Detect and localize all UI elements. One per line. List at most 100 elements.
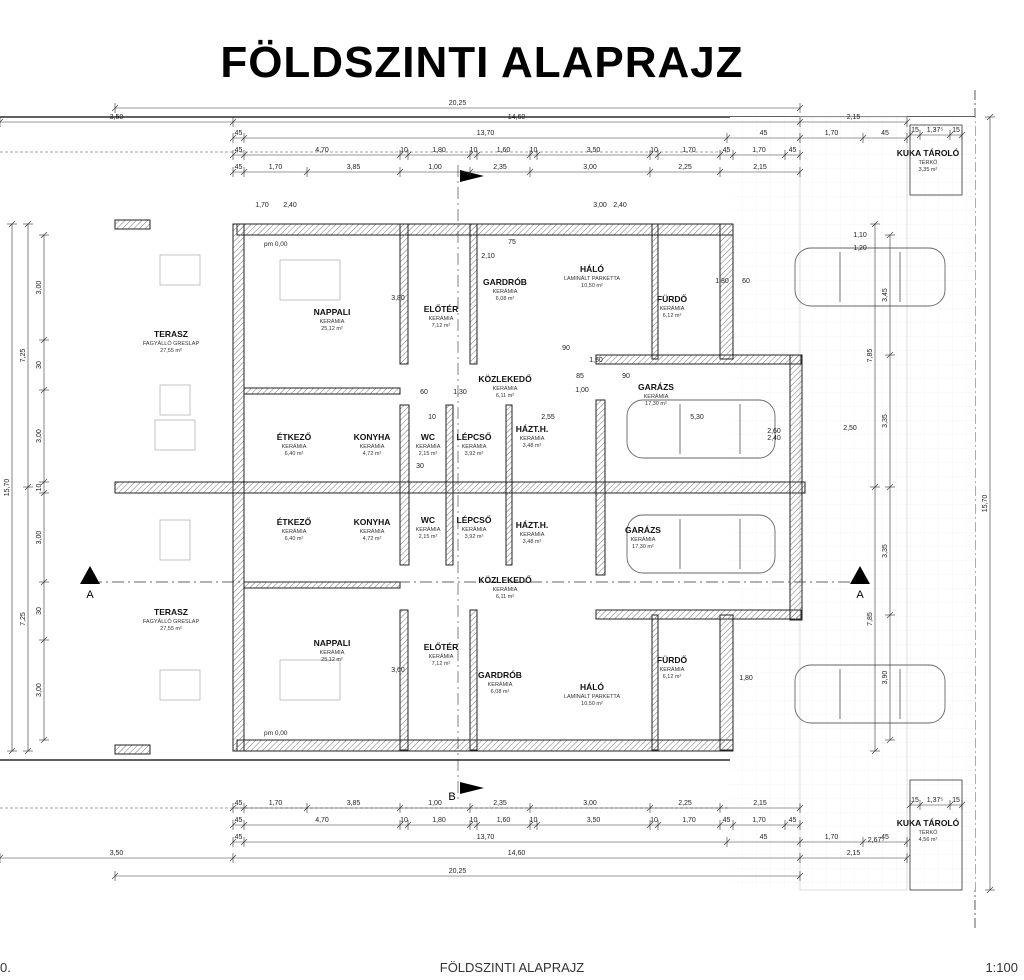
page-title: FÖLDSZINTI ALAPRAJZ (220, 38, 744, 87)
dim-row-d-bot-label: 45 (235, 800, 243, 807)
dim-misc-label: 1,10 (853, 232, 867, 239)
walls (114, 219, 806, 755)
dim-right-sub-label: 3,90 (882, 671, 889, 685)
room-material: KERÁMIA (462, 443, 487, 450)
dim-misc-label: 5,30 (690, 414, 704, 421)
room-area: 27,55 m² (160, 626, 182, 632)
room-name: NAPPALI (314, 307, 351, 317)
dim-row-b-top-label: 1,70 (825, 130, 839, 137)
dim-left-total-label: 15,70 (4, 479, 11, 497)
dim-row-c-bot-label: 45 (789, 817, 797, 824)
room-material: LAMINÁLT PARKETTA (564, 275, 620, 282)
level-mark-bottom: pm 0,00 (264, 730, 288, 737)
dim-misc-label: 2,40 (283, 202, 297, 209)
dim-misc-label: 1,30 (453, 389, 467, 396)
room-area: 6,12 m² (663, 313, 682, 319)
dim-right-half-label: 7,85 (867, 612, 874, 626)
room-area: 3,48 m² (523, 539, 542, 545)
dim-row-c-bot-label: 45 (235, 817, 243, 824)
dim-misc-label: 85 (576, 373, 584, 380)
dim-misc-label: 30 (416, 463, 424, 470)
dim-row-d-bot-label: 2,35 (493, 800, 507, 807)
dim-row-c-bot-label: 4,70 (315, 817, 329, 824)
dim-misc-label: 1,80 (715, 278, 729, 285)
room-material: KERÁMIA (360, 443, 385, 450)
dim-row-c-top-label: 1,80 (432, 147, 446, 154)
room-area: 3,92 m² (465, 534, 484, 540)
terrace-furniture (154, 254, 341, 701)
room-name: TERASZ (154, 329, 188, 339)
room-material: TÉRKŐ (919, 829, 939, 836)
dim-row-d-bot-label: 3,85 (347, 800, 361, 807)
room-material: TÉRKŐ (919, 159, 939, 166)
level-mark-top: pm 0,00 (264, 241, 288, 248)
dim-row-c-top-label: 3,50 (587, 147, 601, 154)
dim-row-d-top-label: 2,15 (753, 164, 767, 171)
footer-fragment: 0. (0, 960, 11, 975)
room-name: HÁLÓ (580, 263, 604, 274)
dim-kuka-bot-label: 15 (952, 797, 960, 804)
room-material: KERÁMIA (493, 288, 518, 295)
dim-row-a-bot-label: 2,15 (847, 850, 861, 857)
dim-row-a-bot-label: 3,50 (110, 850, 124, 857)
dim-row-c-bot-label: 1,70 (682, 817, 696, 824)
room-material: FAGYÁLLÓ GRESLAP (143, 618, 200, 625)
room-name: GARÁZS (625, 525, 661, 535)
dim-misc-label: 3,60 (391, 667, 405, 674)
room-material: KERÁMIA (416, 443, 441, 450)
dim-row-d-bot-label: 3,00 (583, 800, 597, 807)
dim-misc-label: 1,20 (853, 245, 867, 252)
dim-left-sub-label: 3,00 (36, 281, 43, 295)
dim-left-half-label: 7,25 (20, 612, 27, 626)
dim-row-b-bot-label: 13,70 (477, 834, 495, 841)
room-material: KERÁMIA (644, 393, 669, 400)
dim-misc-label: 2,40 (767, 435, 781, 442)
room-area: 7,12 m² (432, 323, 451, 329)
dim-kuka-bot-label: 1,37⁵ (927, 797, 944, 804)
dim-misc-label: 75 (508, 239, 516, 246)
room-area: 17,30 m² (632, 544, 654, 550)
dim-row-a-top-tick (0, 118, 4, 123)
room-name: ÉTKEZŐ (277, 431, 312, 442)
dim-kuka-top-label: 15 (952, 127, 960, 134)
dim-right-sub-label: 3,35 (882, 414, 889, 428)
room-name: HÁZT.H. (516, 424, 549, 434)
dim-row-d-bot-label: 2,25 (678, 800, 692, 807)
room-name: KUKA TÁROLÓ (897, 147, 960, 158)
dim-row-c-top-label: 1,70 (682, 147, 696, 154)
dim-misc-label: 1,00 (575, 387, 589, 394)
dim-right-sub-label: 3,35 (882, 544, 889, 558)
dim-misc-label: 1,60 (589, 357, 603, 364)
dim-left-sub-label: 10 (36, 484, 43, 492)
dimension-lines (0, 103, 995, 894)
room-area: 6,40 m² (285, 536, 304, 542)
room-area: 3,35 m² (919, 167, 938, 173)
room-name: WC (421, 432, 435, 442)
room-area: 4,72 m² (363, 536, 382, 542)
room-area: 10,50 m² (581, 701, 603, 707)
room-material: KERÁMIA (320, 649, 345, 656)
room-name: KÖZLEKEDŐ (478, 373, 532, 384)
dim-row-c-top-label: 10 (650, 147, 658, 154)
room-name: GARDRÓB (478, 669, 522, 680)
dim-left-sub-label: 3,00 (36, 429, 43, 443)
room-name: NAPPALI (314, 638, 351, 648)
dim-misc-label: 10 (428, 414, 436, 421)
dim-row-c-bot-label: 45 (723, 817, 731, 824)
car-icon (626, 247, 946, 724)
room-area: 6,08 m² (496, 296, 515, 302)
room-material: KERÁMIA (520, 531, 545, 538)
